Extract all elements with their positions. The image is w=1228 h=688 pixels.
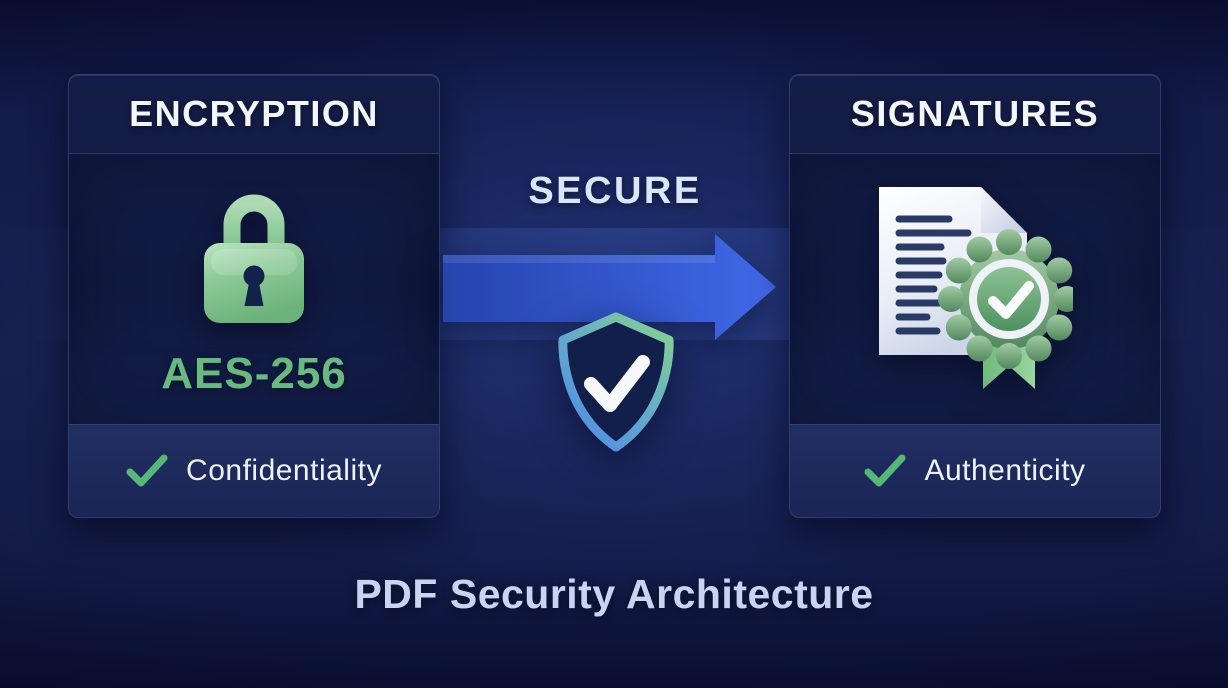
check-icon	[864, 454, 906, 487]
encryption-algorithm-label: AES-256	[161, 349, 347, 398]
padlock-icon	[204, 194, 304, 323]
signatures-panel-footer: Authenticity	[790, 424, 1160, 517]
shield-check-icon	[558, 312, 674, 452]
encryption-panel: ENCRYPTION AES-256	[68, 74, 440, 518]
signatures-panel-header: SIGNATURES	[790, 75, 1160, 154]
encryption-panel-body: AES-256	[69, 154, 439, 424]
encryption-panel-footer: Confidentiality	[69, 424, 439, 517]
signatures-panel-title: SIGNATURES	[850, 93, 1100, 134]
secure-flow-label: SECURE	[528, 170, 702, 212]
check-icon	[126, 454, 168, 487]
signatures-benefit-label: Authenticity	[924, 454, 1086, 487]
signatures-panel-body	[790, 154, 1160, 424]
encryption-benefit-label: Confidentiality	[186, 454, 382, 487]
page-title: PDF Security Architecture	[354, 571, 874, 617]
signatures-panel: SIGNATURES	[789, 74, 1161, 518]
encryption-panel-header: ENCRYPTION	[69, 75, 439, 154]
certificate-icon	[879, 187, 1073, 389]
encryption-panel-title: ENCRYPTION	[129, 93, 379, 134]
